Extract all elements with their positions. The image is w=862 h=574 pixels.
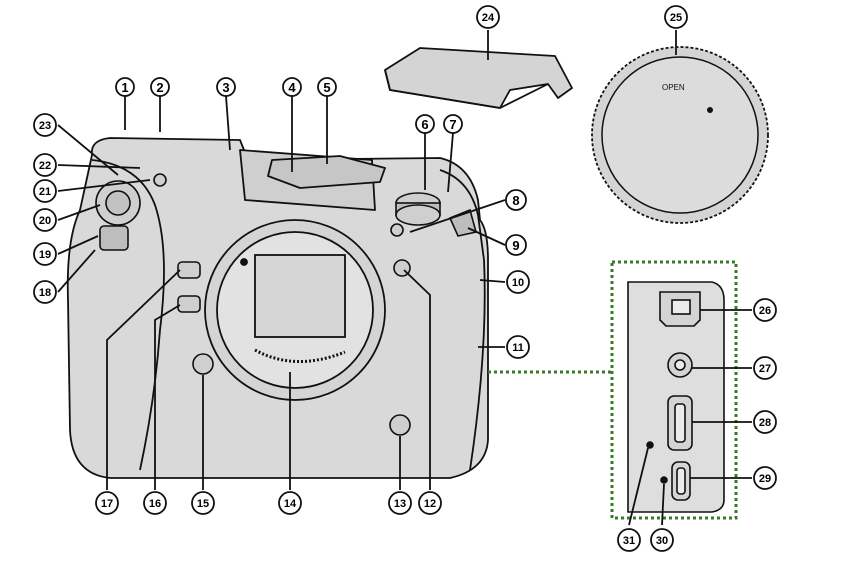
svg-text:20: 20 (39, 215, 51, 227)
svg-text:17: 17 (101, 498, 113, 510)
callout-15: 15 (191, 491, 215, 515)
callout-29: 29 (753, 466, 777, 490)
callout-2: 2 (150, 77, 170, 97)
dial-lock (153, 173, 167, 187)
image-sensor (254, 254, 346, 338)
svg-text:16: 16 (149, 498, 161, 510)
svg-text:22: 22 (39, 160, 51, 172)
callout-19: 19 (33, 242, 57, 266)
front-button-a (177, 261, 201, 279)
svg-text:7: 7 (449, 117, 456, 132)
svg-text:31: 31 (623, 535, 635, 547)
callout-24: 24 (476, 5, 500, 29)
svg-text:30: 30 (656, 535, 668, 547)
front-button-b (177, 295, 201, 313)
svg-text:12: 12 (424, 498, 436, 510)
left-controls (95, 173, 214, 375)
lens-mount (204, 219, 386, 401)
svg-text:5: 5 (323, 80, 330, 95)
af-button (390, 223, 404, 237)
svg-text:9: 9 (512, 238, 519, 253)
callout-31: 31 (617, 528, 641, 552)
indicator-lamp (646, 441, 654, 449)
callout-10: 10 (506, 270, 530, 294)
svg-text:14: 14 (284, 498, 297, 510)
callout-21: 21 (33, 179, 57, 203)
svg-text:15: 15 (197, 498, 209, 510)
callout-22: 22 (33, 153, 57, 177)
svg-text:19: 19 (39, 249, 51, 261)
callout-13: 13 (388, 491, 412, 515)
callout-12: 12 (418, 491, 442, 515)
body-cap: OPEN (591, 46, 769, 224)
svg-text:18: 18 (39, 287, 51, 299)
body-cap-open-label: OPEN (662, 83, 685, 92)
callout-23: 23 (33, 113, 57, 137)
leader-lines (57, 30, 752, 526)
remote-terminal (660, 476, 668, 484)
callout-26: 26 (753, 298, 777, 322)
svg-text:28: 28 (759, 417, 771, 429)
callout-9: 9 (505, 234, 527, 256)
callout-11: 11 (506, 335, 530, 359)
callout-30: 30 (650, 528, 674, 552)
svg-text:25: 25 (670, 12, 682, 24)
callout-14: 14 (278, 491, 302, 515)
callout-8: 8 (505, 189, 527, 211)
callout-28: 28 (753, 410, 777, 434)
callout-1: 1 (115, 77, 135, 97)
svg-text:6: 6 (421, 117, 428, 132)
svg-text:21: 21 (39, 186, 51, 198)
svg-text:23: 23 (39, 120, 51, 132)
svg-text:1: 1 (121, 80, 128, 95)
svg-text:3: 3 (222, 80, 229, 95)
callout-18: 18 (33, 280, 57, 304)
svg-text:27: 27 (759, 363, 771, 375)
svg-text:29: 29 (759, 473, 771, 485)
callout-17: 17 (95, 491, 119, 515)
callout-7: 7 (443, 114, 463, 134)
command-dial (99, 225, 129, 251)
svg-text:2: 2 (156, 80, 163, 95)
svg-text:26: 26 (759, 305, 771, 317)
focus-switch (192, 353, 214, 375)
port-panel (488, 260, 738, 520)
callout-25: 25 (664, 5, 688, 29)
svg-text:4: 4 (288, 80, 296, 95)
svg-text:13: 13 (394, 498, 406, 510)
callout-5: 5 (317, 77, 337, 97)
callout-6: 6 (415, 114, 435, 134)
svg-text:8: 8 (512, 193, 519, 208)
callout-3: 3 (216, 77, 236, 97)
svg-text:10: 10 (512, 277, 524, 289)
svg-text:24: 24 (482, 12, 495, 24)
fn-button (389, 414, 411, 436)
callout-4: 4 (282, 77, 302, 97)
callout-27: 27 (753, 356, 777, 380)
svg-text:11: 11 (512, 342, 524, 354)
callout-20: 20 (33, 208, 57, 232)
callout-group: 1 2 3 4 5 6 7 8 9 10 11 12 13 14 15 16 1… (33, 5, 777, 552)
callout-16: 16 (143, 491, 167, 515)
shoe-cover (384, 47, 573, 109)
